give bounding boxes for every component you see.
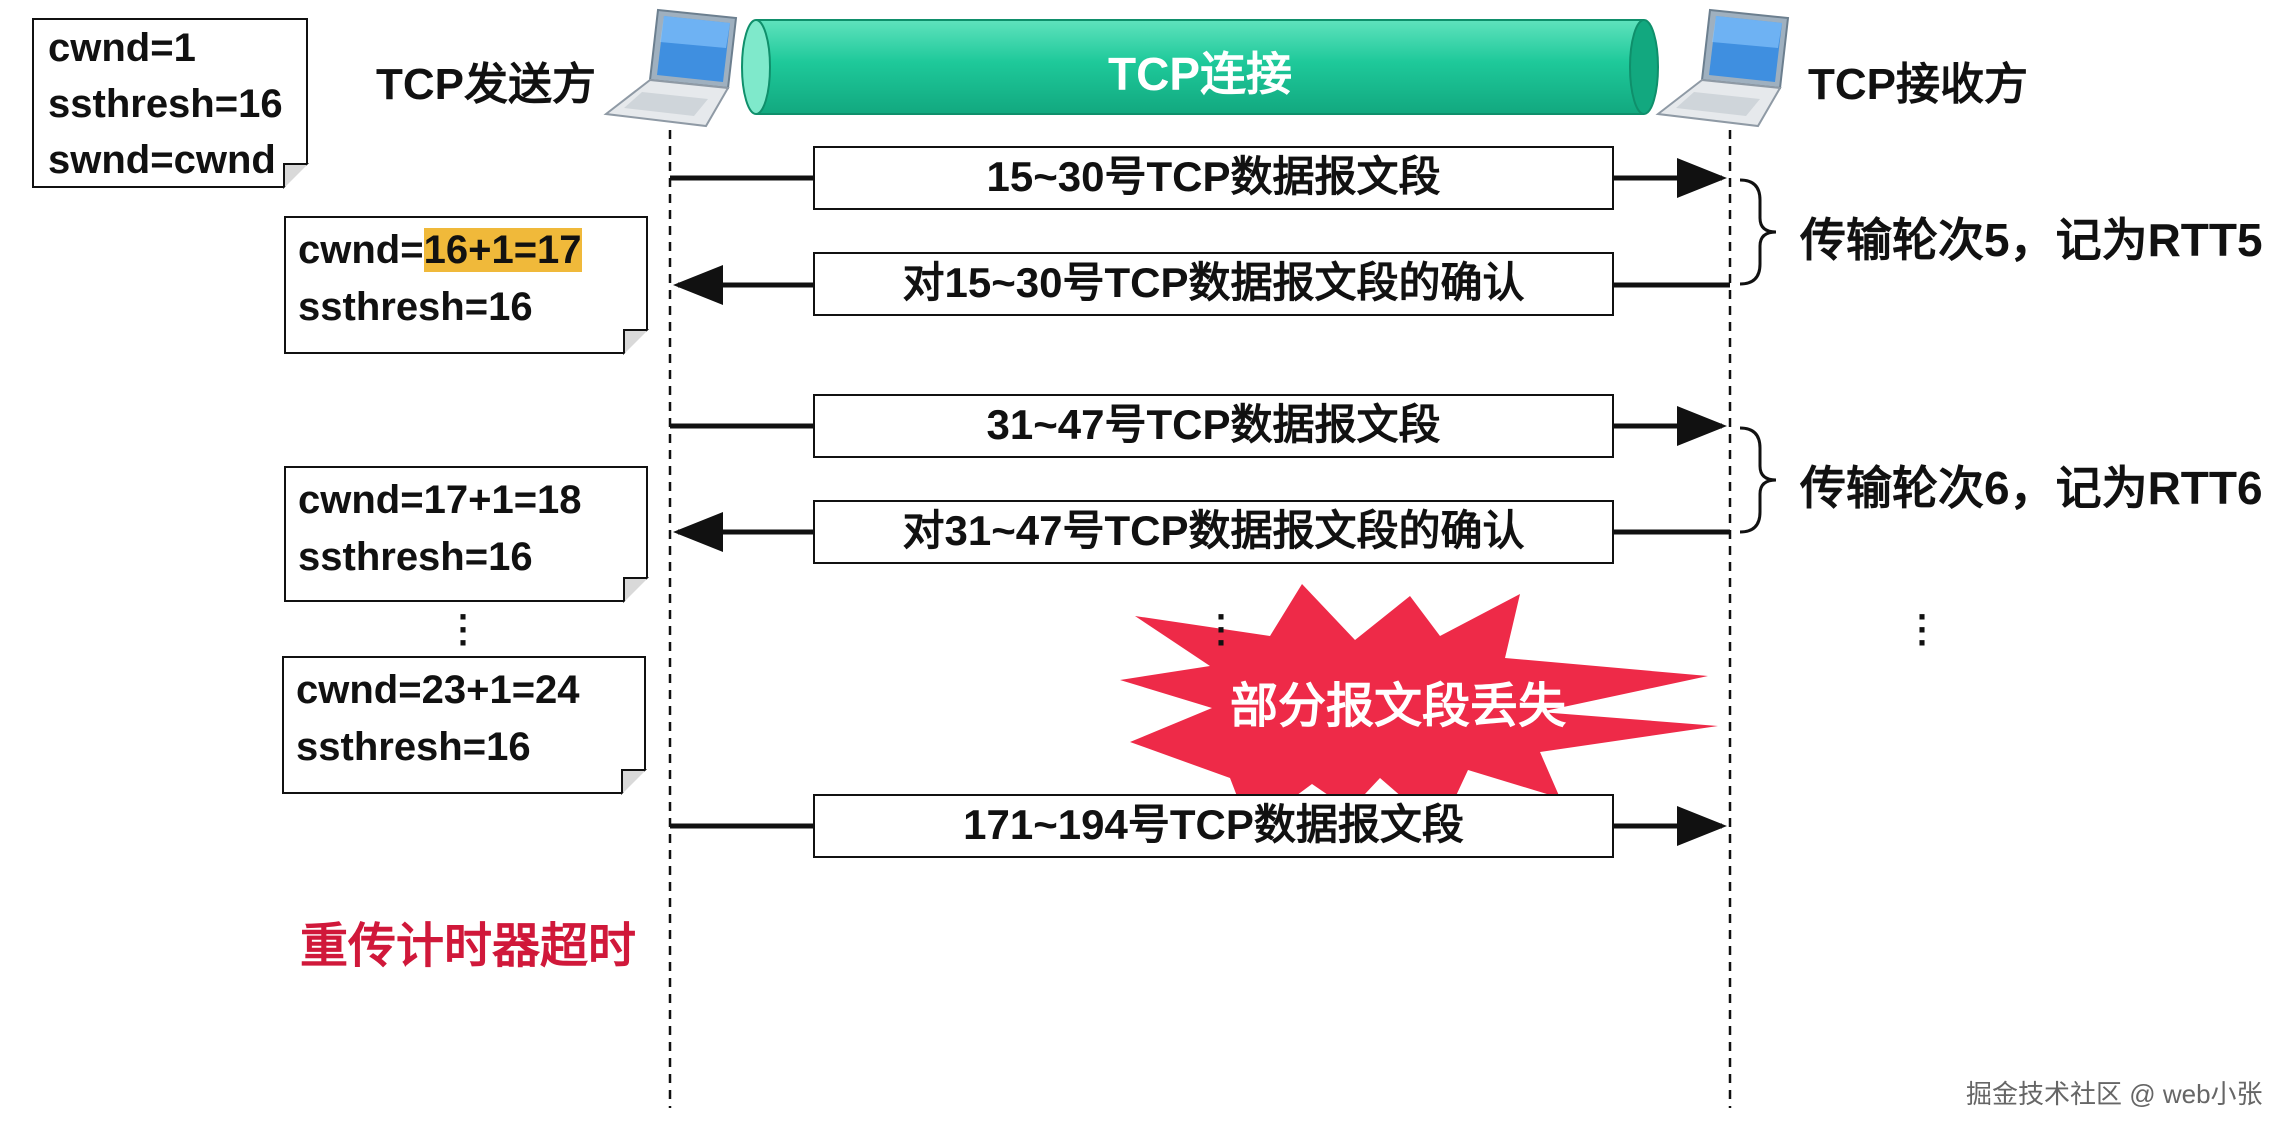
- message-segment-31-47: 31~47号TCP数据报文段: [813, 394, 1614, 458]
- cwnd-prefix: cwnd=: [296, 668, 422, 712]
- message-ack-15-30: 对15~30号TCP数据报文段的确认: [813, 252, 1614, 316]
- loss-label: 部分报文段丢失: [1230, 680, 1567, 733]
- tcp-connection-pipe: [741, 19, 1659, 115]
- loss-burst: [1120, 584, 1718, 830]
- ssthresh-value: ssthresh=16: [298, 285, 533, 329]
- sender-label: TCP发送方: [376, 60, 596, 109]
- state-note-3: cwnd=23+1=24 ssthresh=16: [282, 656, 647, 795]
- message-segment-171-194: 171~194号TCP数据报文段: [813, 794, 1614, 858]
- cwnd-value: 17+1=18: [423, 478, 582, 522]
- message-ack-31-47: 对31~47号TCP数据报文段的确认: [813, 500, 1614, 564]
- state-note-1: cwnd=16+1=17 ssthresh=16: [284, 216, 649, 355]
- connection-label: TCP连接: [1108, 48, 1292, 100]
- ellipsis-middle: ···: [1216, 596, 1228, 663]
- cwnd-value-highlighted: 16+1=17: [423, 228, 582, 272]
- rtt5-label: 传输轮次5，记为RTT5: [1800, 214, 2263, 266]
- watermark: 掘金技术社区 @ web小张: [1966, 1079, 2263, 1109]
- initial-state-note: cwnd=1 ssthresh=16 swnd=cwnd: [32, 18, 309, 189]
- ssthresh-value: ssthresh=16: [298, 535, 533, 579]
- rtt5-brace: [1739, 178, 1777, 286]
- rtt6-label: 传输轮次6，记为RTT6: [1800, 462, 2263, 514]
- ssthresh-initial: ssthresh=16: [48, 82, 283, 126]
- cwnd-value: 23+1=24: [421, 668, 580, 712]
- cwnd-prefix: cwnd=: [298, 228, 424, 272]
- laptop-icon: [1655, 8, 1790, 128]
- laptop-icon: [603, 8, 738, 128]
- ellipsis-sender: ···: [458, 596, 470, 663]
- swnd-initial: swnd=cwnd: [48, 138, 276, 182]
- cwnd-prefix: cwnd=: [298, 478, 424, 522]
- message-segment-15-30: 15~30号TCP数据报文段: [813, 146, 1614, 210]
- cwnd-initial: cwnd=1: [48, 26, 196, 70]
- rtt6-brace: [1739, 426, 1777, 534]
- state-note-2: cwnd=17+1=18 ssthresh=16: [284, 466, 649, 603]
- receiver-label: TCP接收方: [1808, 60, 2028, 109]
- ellipsis-receiver: ···: [1917, 596, 1929, 663]
- ssthresh-value: ssthresh=16: [296, 725, 531, 769]
- retransmission-timeout-label: 重传计时器超时: [300, 920, 637, 973]
